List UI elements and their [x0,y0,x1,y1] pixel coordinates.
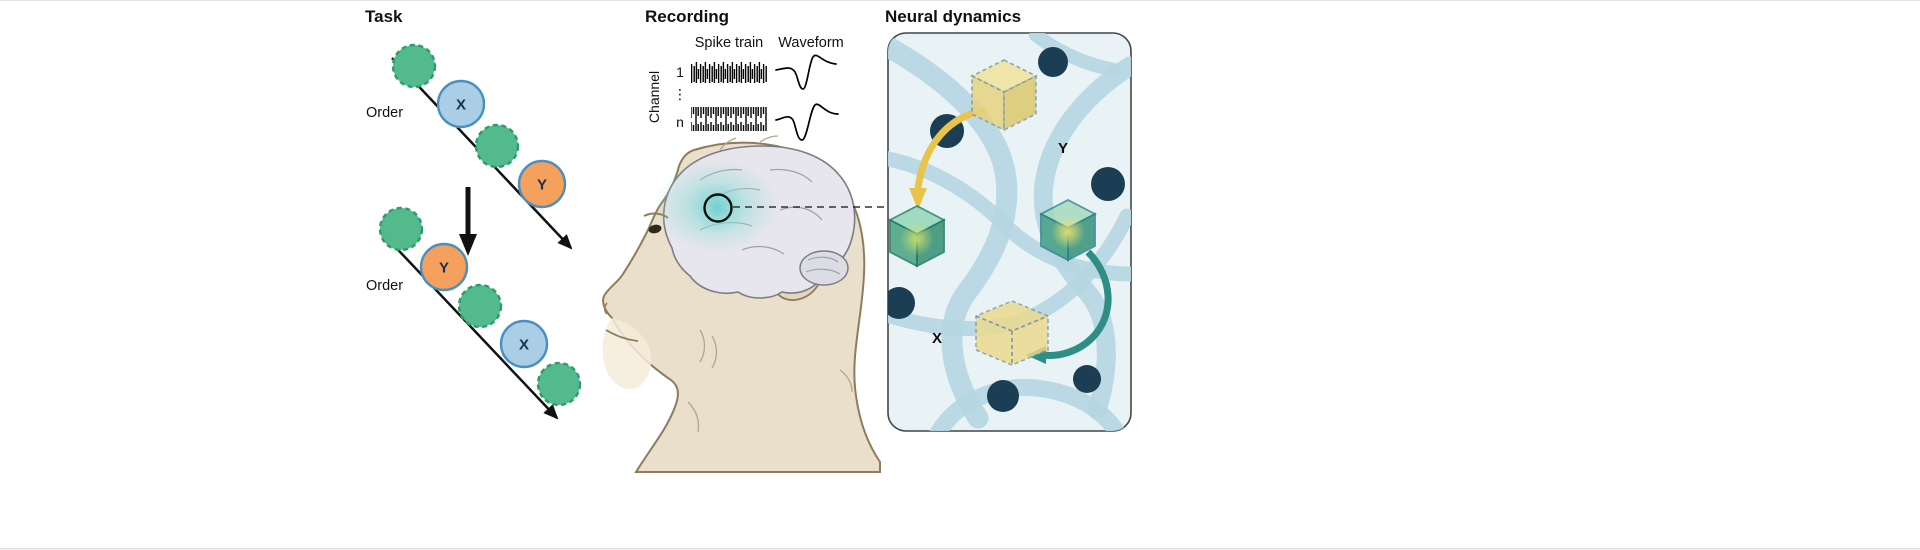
green-stimulus-circle [536,361,582,407]
attractor-node [987,380,1019,412]
cerebellum-fold [807,256,839,263]
neural-dynamics-title: Neural dynamics [885,7,1021,26]
teal-arrow-shaft [1043,249,1112,359]
monkey-illustration [602,135,881,473]
waveform-row-n [775,103,839,141]
active-state-cube-right [1039,198,1097,262]
waveform-row-1 [775,54,837,90]
green-stimulus-circle [474,123,520,169]
spike-train-row-1 [691,62,767,83]
state-label-y: Y [1058,140,1068,157]
green-stimulus-circle [378,206,424,252]
bottom-rule [0,548,1920,550]
sequence-arrow-bottom [384,235,559,420]
attractor-node [888,287,915,319]
neural-manifold: Y X [888,33,1131,431]
attractor-node [1091,167,1125,201]
task-panel: Task Order X Y Order Y X [365,7,582,420]
state-cube-y [970,59,1038,132]
down-arrow-head [459,234,477,256]
recording-site-circle [703,193,733,223]
recording-site-glow-core [692,182,744,234]
stimulus-circle-x [436,79,486,129]
manifold-band [1029,33,1121,77]
recording-title: Recording [645,7,729,26]
waveform-label: Waveform [778,35,844,51]
attractor-node [1073,365,1101,393]
cerebellum [799,250,849,286]
attractor-node [1038,47,1068,77]
green-stimulus-circle [391,43,437,89]
recording-panel: Recording Spike train Waveform Channel 1… [602,7,886,473]
cerebellum-fold [805,268,841,275]
task-title: Task [365,7,403,26]
fur-strokes [687,135,853,433]
stimulus-sequence-bottom: Y X [378,206,582,407]
order-swap-arrow [459,187,477,256]
green-stimulus-circle [457,283,503,329]
stimulus-x-letter: X [519,337,529,354]
monkey-mouth [605,329,639,342]
state-cube-x [975,300,1049,366]
active-state-cube-left [888,204,946,268]
top-rule [0,0,1920,1]
manifold-band [929,379,1126,431]
neural-dynamics-panel: Neural dynamics [885,7,1132,432]
monkey-muzzle [602,318,652,390]
manifold-band [888,208,1131,336]
state-label-x: X [932,330,942,347]
stimulus-y-letter: Y [439,260,449,277]
channel-dots: ⋮ [673,86,687,102]
stimulus-x-letter: X [456,97,466,114]
stimulus-circle-y [517,159,567,209]
channel-1-label: 1 [676,64,684,80]
yellow-arrow-head [909,188,927,210]
channel-n-label: n [676,114,684,130]
monkey-eye [648,224,662,234]
stimulus-circle-y [419,242,469,292]
monkey-nostril [604,302,608,315]
stimulus-sequence-top: X Y [391,43,567,209]
channel-axis-label: Channel [646,71,662,123]
stimulus-circle-x [499,319,549,369]
cube-activity-glow [1051,215,1085,249]
order-label-bottom: Order [366,278,403,294]
cube-activity-glow [900,222,934,256]
spike-train-row-n [691,107,767,131]
cube-face-right [1003,74,1037,132]
order-label-top: Order [366,105,403,121]
spike-train-label: Spike train [695,35,764,51]
stimulus-y-letter: Y [537,177,547,194]
